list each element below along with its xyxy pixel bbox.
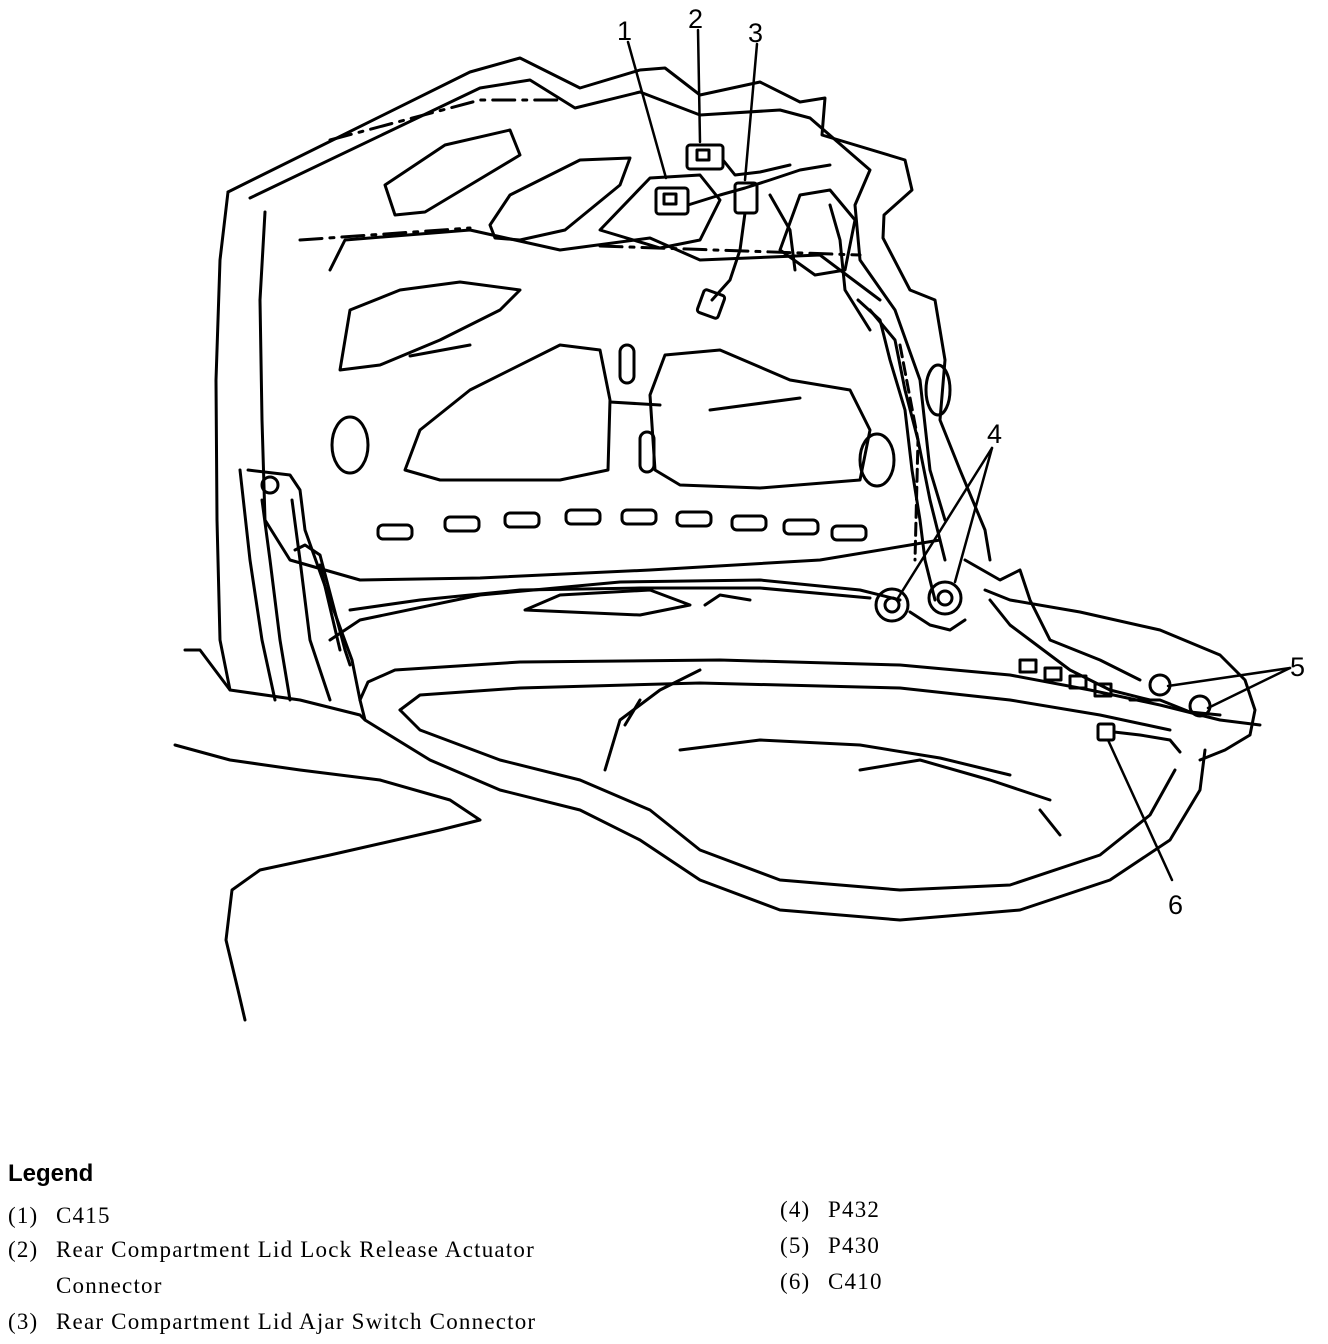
legend-item-1-text: C415 [56,1203,111,1228]
lid-hole-left [330,415,370,475]
lid-inner-panel [248,78,947,522]
legend-item-2-num: (2) [8,1237,39,1262]
legend-item-5-text: P430 [828,1233,881,1258]
legend-item-2-cont: Connector [56,1273,163,1298]
legend-item-3-num: (3) [8,1309,39,1334]
legend-title: Legend [8,1160,94,1187]
callout-5: 5 [1290,652,1305,682]
legend-item-5-num: (5) [780,1233,811,1258]
legend-item-3: (3) Rear Compartment Lid Ajar Switch Conn… [8,1304,536,1340]
trunk-rim-outer [358,658,1262,727]
rear-body [173,743,482,1022]
legend-item-2-text: Rear Compartment Lid Lock Release Actuat… [56,1237,535,1262]
callout-1: 1 [617,16,632,46]
legend-item-1: (1) C415 [8,1198,111,1234]
callout-2: 2 [688,4,703,34]
legend-item-6-text: C410 [828,1269,883,1294]
lid-left-edge [214,190,232,692]
legend-item-4: (4) P432 [780,1192,880,1228]
trunk-lid-illustration: 1 2 3 4 5 6 [173,4,1305,1022]
trunk-opening [328,578,902,642]
legend-item-6: (6) C410 [780,1264,883,1300]
legend: Legend (1) C415 (2) Rear Compartment Lid L… [8,1160,1318,1340]
trunk-rim-inner [398,681,1172,732]
legend-item-2: (2) Rear Compartment Lid Lock Release Act… [8,1232,535,1304]
connector-lock-release [685,143,725,171]
connector-p430-a [1148,673,1172,697]
legend-item-1-num: (1) [8,1203,39,1228]
callout-3: 3 [748,18,763,48]
legend-item-6-num: (6) [780,1269,811,1294]
lid-hole-right [858,432,896,488]
lid-outer-outline [226,56,992,562]
connector-p432-a [874,587,910,623]
trunk-diagram: 1 2 3 4 5 6 [173,4,1305,1022]
legend-item-5: (5) P430 [780,1228,880,1264]
legend-item-4-num: (4) [780,1197,811,1222]
callout-4: 4 [987,419,1002,449]
connector-p432-b [927,580,963,616]
connector-c410 [1096,722,1116,742]
hinge-strut [246,468,362,702]
callout-6: 6 [1168,890,1183,920]
connector-c415 [654,186,690,216]
legend-item-3-text: Rear Compartment Lid Ajar Switch Connect… [56,1309,537,1334]
legend-item-4-text: P432 [828,1197,881,1222]
